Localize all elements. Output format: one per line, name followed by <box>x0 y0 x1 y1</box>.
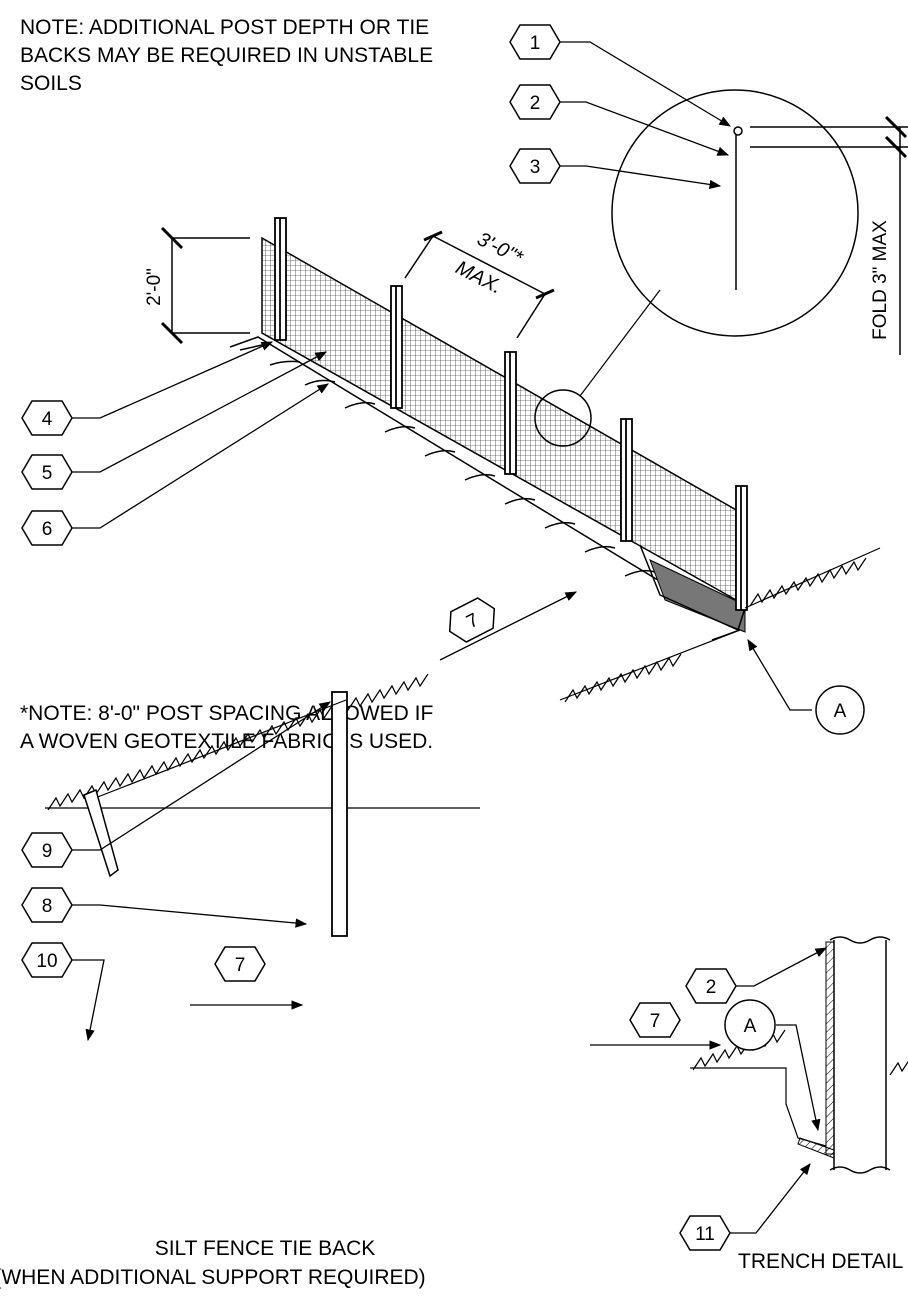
fold-detail <box>733 115 908 355</box>
spacing-dim-max: MAX. <box>452 257 506 299</box>
callout-7-tieback: 7 <box>214 946 266 982</box>
fold-dim-label: FOLD 3" MAX <box>870 220 891 340</box>
callout-6: 6 <box>21 510 73 546</box>
svg-text:A: A <box>834 701 847 722</box>
trench-cut <box>639 544 746 632</box>
caption-trench-detail: TRENCH DETAIL <box>738 1250 904 1273</box>
post-2 <box>390 285 403 409</box>
svg-text:A: A <box>744 1016 757 1037</box>
caption-tieback-subtitle: (WHEN ADDITIONAL SUPPORT REQUIRED) <box>0 1266 426 1289</box>
callout-A-trench: A <box>724 999 776 1051</box>
ground-hatch-right <box>559 547 881 703</box>
callout-4: 4 <box>21 400 73 436</box>
tieback-detail: 9 8 10 7 <box>21 673 480 1042</box>
spacing-dim-value: 3'-0"* <box>474 228 527 270</box>
callout-7-flow: 7 <box>448 597 496 643</box>
callout-11: 11 <box>679 1215 731 1251</box>
svg-text:1: 1 <box>530 33 541 54</box>
main-fence-view: 2'-0" 3'-0"* MAX. FOLD 3" MAX <box>21 24 908 735</box>
callout-7-trench: 7 <box>629 1002 681 1038</box>
post-5 <box>735 485 748 611</box>
trench-detail: 2 7 A 11 <box>590 936 908 1251</box>
svg-text:5: 5 <box>42 463 53 484</box>
callout-2: 2 <box>509 84 561 120</box>
height-dim-label: 2'-0" <box>144 268 165 306</box>
svg-text:2: 2 <box>706 977 717 998</box>
tieback-post <box>331 691 348 937</box>
callout-1: 1 <box>509 24 561 60</box>
leader-lines <box>72 41 812 711</box>
detail-circle-small <box>534 389 592 447</box>
buried-fabric <box>649 559 746 633</box>
callout-9: 9 <box>21 832 73 868</box>
callout-2-trench: 2 <box>685 968 737 1004</box>
note-post-depth: NOTE: ADDITIONAL POST DEPTH OR TIE BACKS… <box>20 16 434 95</box>
tieback-leaders <box>72 701 331 1042</box>
callout-3: 3 <box>509 148 561 184</box>
svg-text:11: 11 <box>695 1224 715 1245</box>
trench-fabric-toe <box>797 1137 835 1159</box>
post-3 <box>504 351 517 475</box>
fence-posts <box>274 217 748 611</box>
trench-ground <box>690 1029 908 1147</box>
post-1 <box>274 217 287 341</box>
svg-text:10: 10 <box>36 951 57 972</box>
svg-text:4: 4 <box>42 409 53 430</box>
trench-fabric <box>825 941 835 1155</box>
svg-text:7: 7 <box>235 955 246 976</box>
tieback-ground <box>45 673 480 811</box>
svg-text:2: 2 <box>530 93 541 114</box>
post-4 <box>620 418 633 542</box>
tieback-wire <box>89 699 347 801</box>
callout-A: A <box>815 685 865 735</box>
callout-10: 10 <box>21 942 73 978</box>
caption-tieback-title: SILT FENCE TIE BACK <box>154 1237 376 1260</box>
svg-text:6: 6 <box>42 519 53 540</box>
svg-text:9: 9 <box>42 841 53 862</box>
callout-8: 8 <box>21 887 73 923</box>
spacing-dimension <box>404 230 555 339</box>
svg-text:8: 8 <box>42 896 53 917</box>
callout-5: 5 <box>21 454 73 490</box>
tieback-stake <box>83 788 119 878</box>
trench-leaders <box>590 947 828 1234</box>
svg-text:7: 7 <box>650 1011 661 1032</box>
detail-circle-large <box>611 89 859 337</box>
trench-post <box>829 936 891 1174</box>
height-dimension <box>160 226 250 345</box>
svg-text:3: 3 <box>530 157 541 178</box>
